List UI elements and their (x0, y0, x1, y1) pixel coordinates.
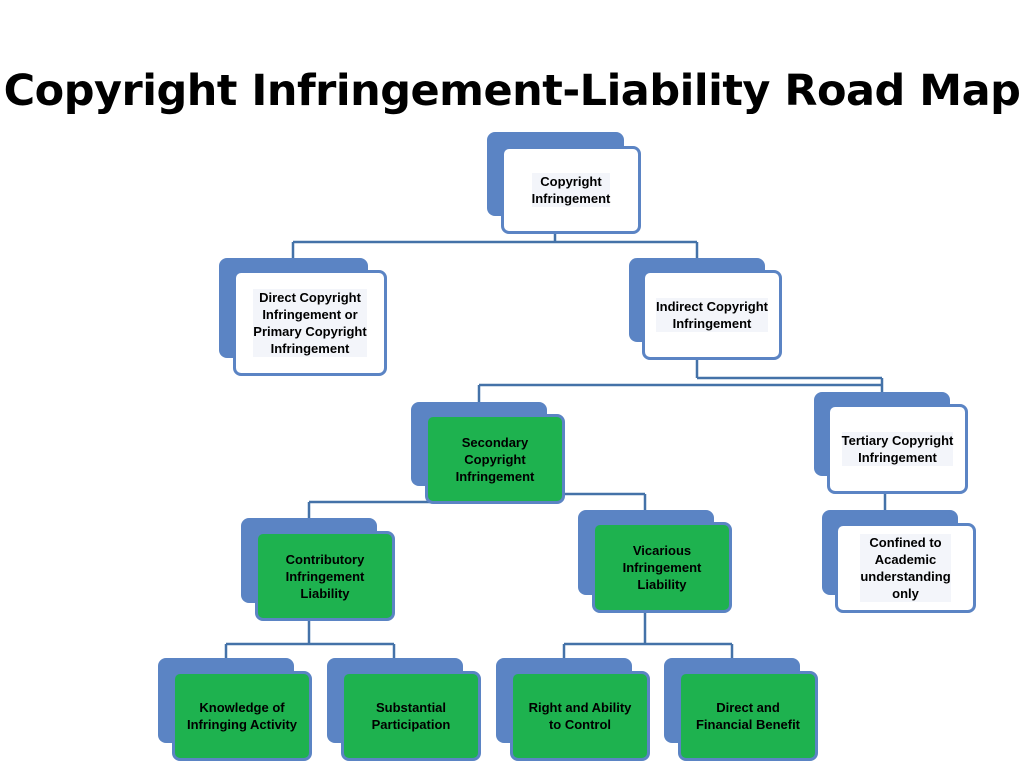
node-label: Substantial Participation (371, 700, 451, 732)
node-tertiary-infringement: Tertiary Copyright Infringement (814, 392, 968, 494)
node-card: Confined to Academic understanding only (835, 523, 976, 613)
node-card: Substantial Participation (341, 671, 481, 761)
node-confined-academic: Confined to Academic understanding only (822, 510, 976, 613)
node-label: Indirect Copyright Infringement (656, 298, 768, 332)
node-label: Vicarious Infringement Liability (622, 543, 702, 592)
node-label: Secondary Copyright Infringement (455, 434, 535, 484)
node-card: Copyright Infringement (501, 146, 641, 234)
node-knowledge-of-activity: Knowledge of Infringing Activity (158, 658, 312, 761)
node-label: Confined to Academic understanding only (860, 534, 951, 602)
node-label: Right and Ability to Control (528, 700, 632, 732)
node-card: Direct Copyright Infringement or Primary… (233, 270, 387, 376)
node-contributory-liability: Contributory Infringement Liability (241, 518, 395, 621)
node-right-and-ability: Right and Ability to Control (496, 658, 650, 761)
node-card: Direct and Financial Benefit (678, 671, 818, 761)
node-copyright-infringement: Copyright Infringement (487, 132, 641, 234)
node-label: Direct and Financial Benefit (695, 700, 801, 732)
page-title: Copyright Infringement-Liability Road Ma… (3, 66, 1021, 116)
node-label: Copyright Infringement (531, 173, 611, 207)
node-indirect-infringement: Indirect Copyright Infringement (629, 258, 782, 360)
node-card: Contributory Infringement Liability (255, 531, 395, 621)
node-label: Direct Copyright Infringement or Primary… (253, 289, 367, 357)
node-direct-financial-benefit: Direct and Financial Benefit (664, 658, 818, 761)
node-secondary-infringement: Secondary Copyright Infringement (411, 402, 565, 504)
node-direct-infringement: Direct Copyright Infringement or Primary… (219, 258, 387, 376)
node-card: Indirect Copyright Infringement (642, 270, 782, 360)
node-card: Vicarious Infringement Liability (592, 522, 732, 613)
node-label: Tertiary Copyright Infringement (841, 432, 954, 466)
node-card: Tertiary Copyright Infringement (827, 404, 968, 494)
node-label: Knowledge of Infringing Activity (186, 700, 298, 732)
node-vicarious-liability: Vicarious Infringement Liability (578, 510, 732, 613)
node-substantial-participation: Substantial Participation (327, 658, 481, 761)
node-card: Knowledge of Infringing Activity (172, 671, 312, 761)
node-card: Right and Ability to Control (510, 671, 650, 761)
node-card: Secondary Copyright Infringement (425, 414, 565, 504)
node-label: Contributory Infringement Liability (285, 551, 365, 601)
